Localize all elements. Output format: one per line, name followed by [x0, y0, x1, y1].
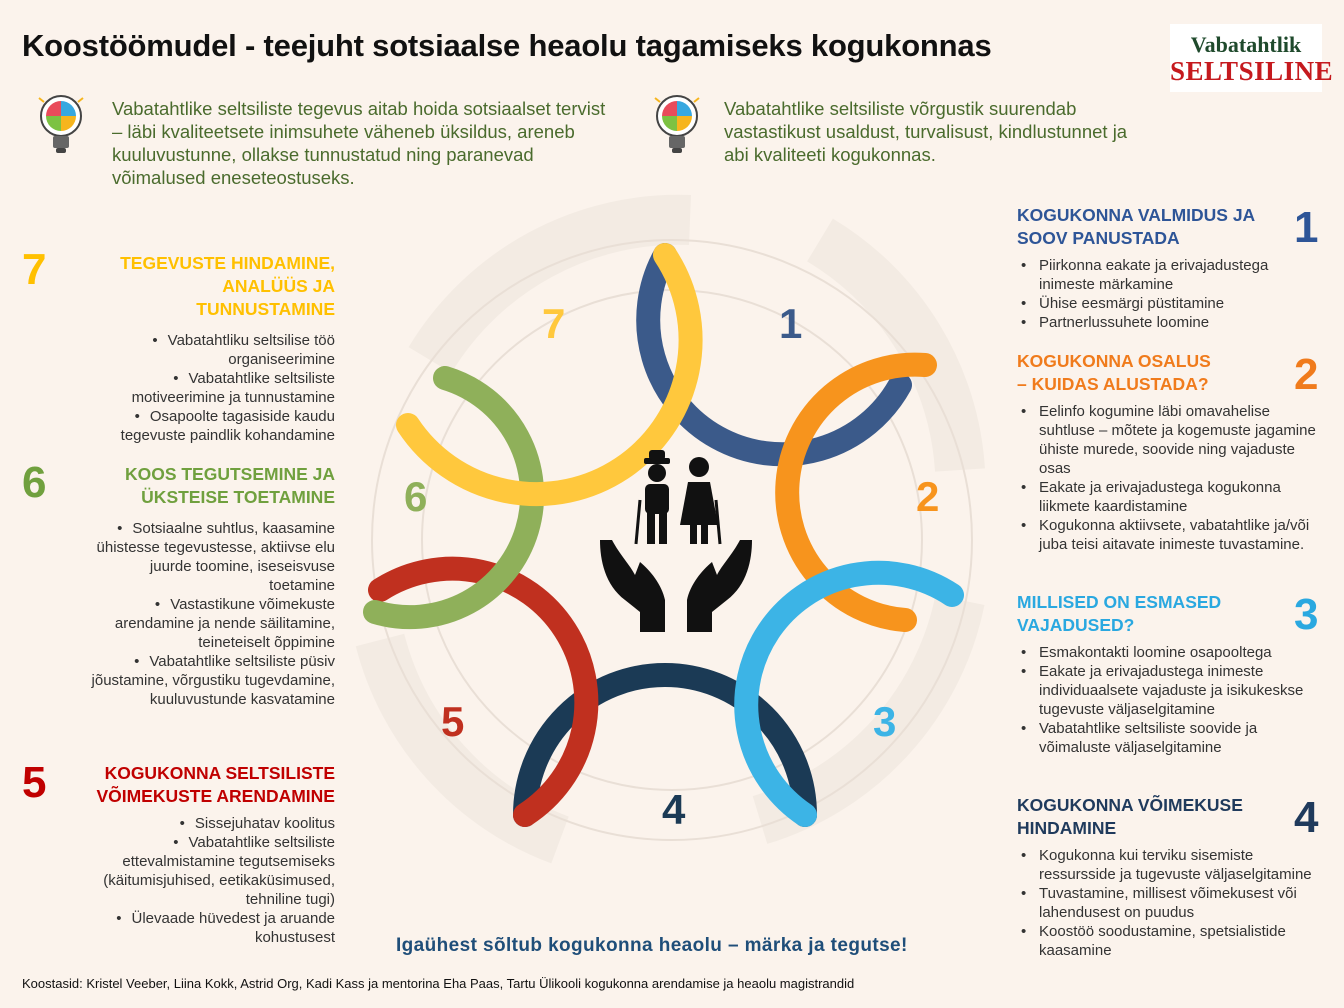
step-1: KOGUKONNA VALMIDUS JA SOOV PANUSTADA Pii…: [1017, 204, 1317, 332]
list-item: Sissejuhatav koolitus: [80, 814, 335, 833]
step-number: 6: [22, 458, 47, 507]
list-item: Sotsiaalne suhtlus, kaasamine ühistesse …: [80, 519, 335, 595]
step-number: 1: [1294, 203, 1319, 252]
step-title: KOGUKONNA VÕIMEKUSE HINDAMINE: [1017, 795, 1243, 838]
step-number: 4: [1294, 793, 1319, 842]
step-title: MILLISED ON ESMASED VAJADUSED?: [1017, 592, 1222, 635]
wheel-number-6: 6: [404, 473, 428, 520]
list-item: Vabatahtlike seltsiliste püsiv jõustamin…: [80, 652, 335, 709]
step-title: TEGEVUSTE HINDAMINE, ANALÜÜS JA TUNNUSTA…: [120, 253, 335, 319]
step-title: KOGUKONNA SELTSILISTE VÕIMEKUSTE ARENDAM…: [96, 763, 335, 806]
step-title: KOGUKONNA VALMIDUS JA SOOV PANUSTADA: [1017, 205, 1255, 248]
step-5: KOGUKONNA SELTSILISTE VÕIMEKUSTE ARENDAM…: [80, 762, 335, 947]
list-item: Eakate ja erivajadustega kogukonna liikm…: [1017, 478, 1317, 516]
wheel-number-4: 4: [662, 786, 686, 833]
step-number: 7: [22, 245, 47, 294]
arc-step-1: [636, 243, 912, 467]
list-item: Vabatahtlike seltsiliste soovide ja võim…: [1017, 719, 1317, 757]
intro-text-2: Vabatahtlike seltsiliste võrgustik suure…: [724, 98, 1128, 165]
wheel-number-1: 1: [779, 300, 803, 347]
list-item: Koostöö soodustamine, spetsialistide kaa…: [1017, 922, 1317, 960]
arc-step-6: [363, 366, 545, 630]
puzzle-lightbulb-icon: [38, 95, 84, 153]
step-number: 3: [1294, 590, 1319, 639]
list-item: Ülevaade hüvedest ja aruande kohustusest: [80, 909, 335, 947]
list-item: Piirkonna eakate ja erivajadustega inime…: [1017, 256, 1317, 294]
wheel-number-7: 7: [542, 300, 566, 347]
list-item: Vabatahtliku seltsilise töö organiseerim…: [80, 331, 335, 369]
tagline: Igaühest sõltub kogukonna heaolu – märka…: [396, 935, 908, 956]
step-2: KOGUKONNA OSALUS – KUIDAS ALUSTADA? Eeli…: [1017, 350, 1317, 554]
step-3: MILLISED ON ESMASED VAJADUSED? Esmakonta…: [1017, 591, 1317, 757]
step-number: 5: [22, 758, 47, 807]
list-item: Eakate ja erivajadustega inimeste indivi…: [1017, 662, 1317, 719]
arc-step-3: [734, 560, 964, 827]
list-item: Tuvastamine, millisest võimekusest või l…: [1017, 884, 1317, 922]
wheel-number-3: 3: [873, 698, 897, 745]
step-number: 2: [1294, 350, 1319, 399]
wheel-number-5: 5: [441, 698, 465, 745]
list-item: Esmakontakti loomine osapooltega: [1017, 643, 1317, 662]
intro-text-1: Vabatahtlike seltsiliste tegevus aitab h…: [112, 98, 606, 188]
step-title: KOOS TEGUTSEMINE JA ÜKSTEISE TOETAMINE: [124, 464, 335, 507]
step-arcs: [363, 243, 964, 827]
logo: Vabatahtlik SELTSILINE: [1170, 24, 1333, 92]
step-7: TEGEVUSTE HINDAMINE, ANALÜÜS JA TUNNUSTA…: [80, 252, 335, 445]
arc-step-2: [775, 352, 937, 632]
wheel-number-2: 2: [916, 473, 940, 520]
background-arrows: [355, 194, 985, 864]
step-title: KOGUKONNA OSALUS – KUIDAS ALUSTADA?: [1017, 351, 1211, 394]
list-item: Ühise eesmärgi püstitamine: [1017, 294, 1317, 313]
step-4: KOGUKONNA VÕIMEKUSE HINDAMINE Kogukonna …: [1017, 794, 1317, 960]
list-item: Partnerlussuhete loomine: [1017, 313, 1317, 332]
arc-step-5: [368, 556, 599, 827]
list-item: Kogukonna aktiivsete, vabatahtlike ja/võ…: [1017, 516, 1317, 554]
list-item: Osapoolte tagasiside kaudu tegevuste pai…: [80, 407, 335, 445]
list-item: Eelinfo kogumine läbi omavahelise suhtlu…: [1017, 402, 1317, 478]
step-6: KOOS TEGUTSEMINE JA ÜKSTEISE TOETAMINE S…: [80, 463, 335, 709]
list-item: Vabatahtlike seltsiliste motiveerimine j…: [80, 369, 335, 407]
list-item: Vastastikune võimekuste arendamine ja ne…: [80, 595, 335, 652]
list-item: Kogukonna kui terviku sisemiste ressurss…: [1017, 846, 1317, 884]
arc-step-4: [513, 663, 817, 827]
puzzle-lightbulb-icon: [654, 95, 700, 153]
page-title: Koostöömudel - teejuht sotsiaalse heaolu…: [22, 28, 992, 63]
footer-credits: Koostasid: Kristel Veeber, Liina Kokk, A…: [22, 976, 855, 991]
elderly-couple-in-hands-icon: [600, 450, 752, 632]
arc-step-7: [396, 243, 703, 507]
list-item: Vabatahtlike seltsiliste ettevalmistamin…: [80, 833, 335, 909]
